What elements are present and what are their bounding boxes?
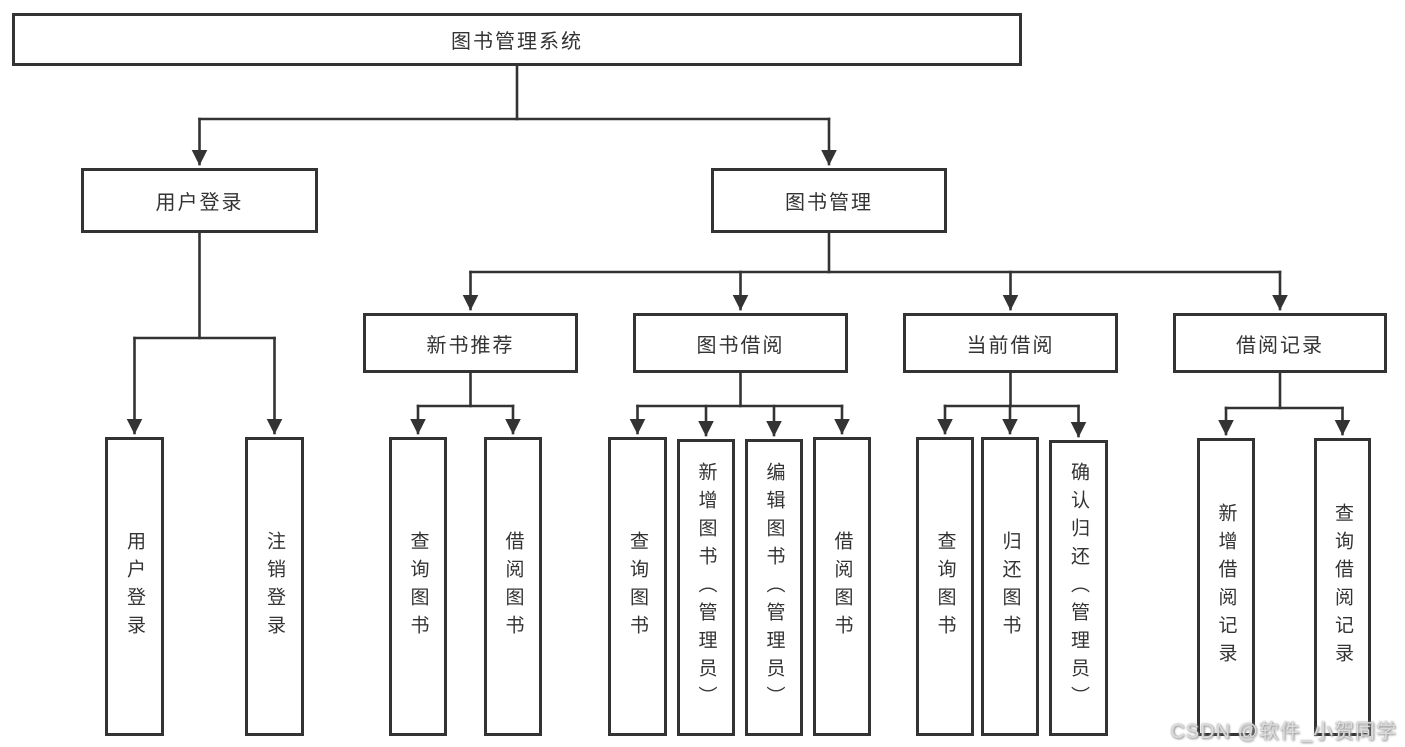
leaf-borrow-books-borrowing: 借阅图书 bbox=[813, 437, 871, 736]
node-label: 编辑图书（管理员） bbox=[763, 461, 785, 714]
node-label: 图书借阅 bbox=[696, 334, 785, 357]
node-label: 新书推荐 bbox=[426, 334, 515, 357]
leaf-confirm-return-admin: 确认归还（管理员） bbox=[1049, 440, 1108, 736]
node-label: 查询图书 bbox=[627, 530, 648, 643]
leaf-user-login: 用户登录 bbox=[105, 437, 164, 736]
leaf-add-book-admin: 新增图书（管理员） bbox=[677, 439, 735, 736]
node-label: 借阅图书 bbox=[831, 530, 853, 643]
leaf-query-books-borrowing: 查询图书 bbox=[608, 437, 667, 736]
node-label: 新增图书（管理员） bbox=[695, 461, 717, 714]
node-label: 查询图书 bbox=[934, 530, 956, 643]
node-borrow-records: 借阅记录 bbox=[1173, 313, 1387, 373]
node-label: 用户登录 bbox=[155, 192, 244, 214]
node-label: 注销登录 bbox=[264, 530, 285, 643]
connector-group bbox=[126, 64, 1351, 438]
leaf-edit-book-admin: 编辑图书（管理员） bbox=[745, 439, 803, 736]
node-label: 查询图书 bbox=[407, 530, 429, 643]
csdn-watermark: CSDN @软件_小贺同学 bbox=[1170, 721, 1397, 743]
leaf-query-books-current: 查询图书 bbox=[916, 437, 974, 736]
node-label: 借阅图书 bbox=[502, 530, 524, 643]
node-label: 当前借阅 bbox=[966, 334, 1055, 357]
node-label: 用户登录 bbox=[124, 530, 145, 643]
leaf-query-borrow-record: 查询借阅记录 bbox=[1314, 438, 1371, 736]
leaf-query-books-recommend: 查询图书 bbox=[389, 437, 447, 736]
node-user-login: 用户登录 bbox=[81, 168, 318, 233]
leaf-logout: 注销登录 bbox=[245, 437, 304, 736]
node-book-borrowing: 图书借阅 bbox=[633, 313, 848, 373]
node-root-library-system: 图书管理系统 bbox=[12, 13, 1022, 66]
node-new-book-recommend: 新书推荐 bbox=[363, 313, 578, 373]
node-label: 确认归还（管理员） bbox=[1068, 462, 1089, 714]
leaf-borrow-books-recommend: 借阅图书 bbox=[484, 437, 542, 736]
leaf-add-borrow-record: 新增借阅记录 bbox=[1197, 438, 1255, 736]
node-current-borrowing: 当前借阅 bbox=[903, 313, 1118, 373]
node-label: 图书管理系统 bbox=[451, 31, 583, 53]
node-label: 图书管理 bbox=[785, 192, 873, 214]
node-label: 归还图书 bbox=[999, 530, 1021, 643]
node-label: 新增借阅记录 bbox=[1215, 503, 1237, 671]
node-label: 借阅记录 bbox=[1236, 334, 1324, 357]
leaf-return-book: 归还图书 bbox=[981, 437, 1039, 736]
node-label: 查询借阅记录 bbox=[1332, 503, 1353, 671]
node-book-management: 图书管理 bbox=[711, 168, 947, 233]
